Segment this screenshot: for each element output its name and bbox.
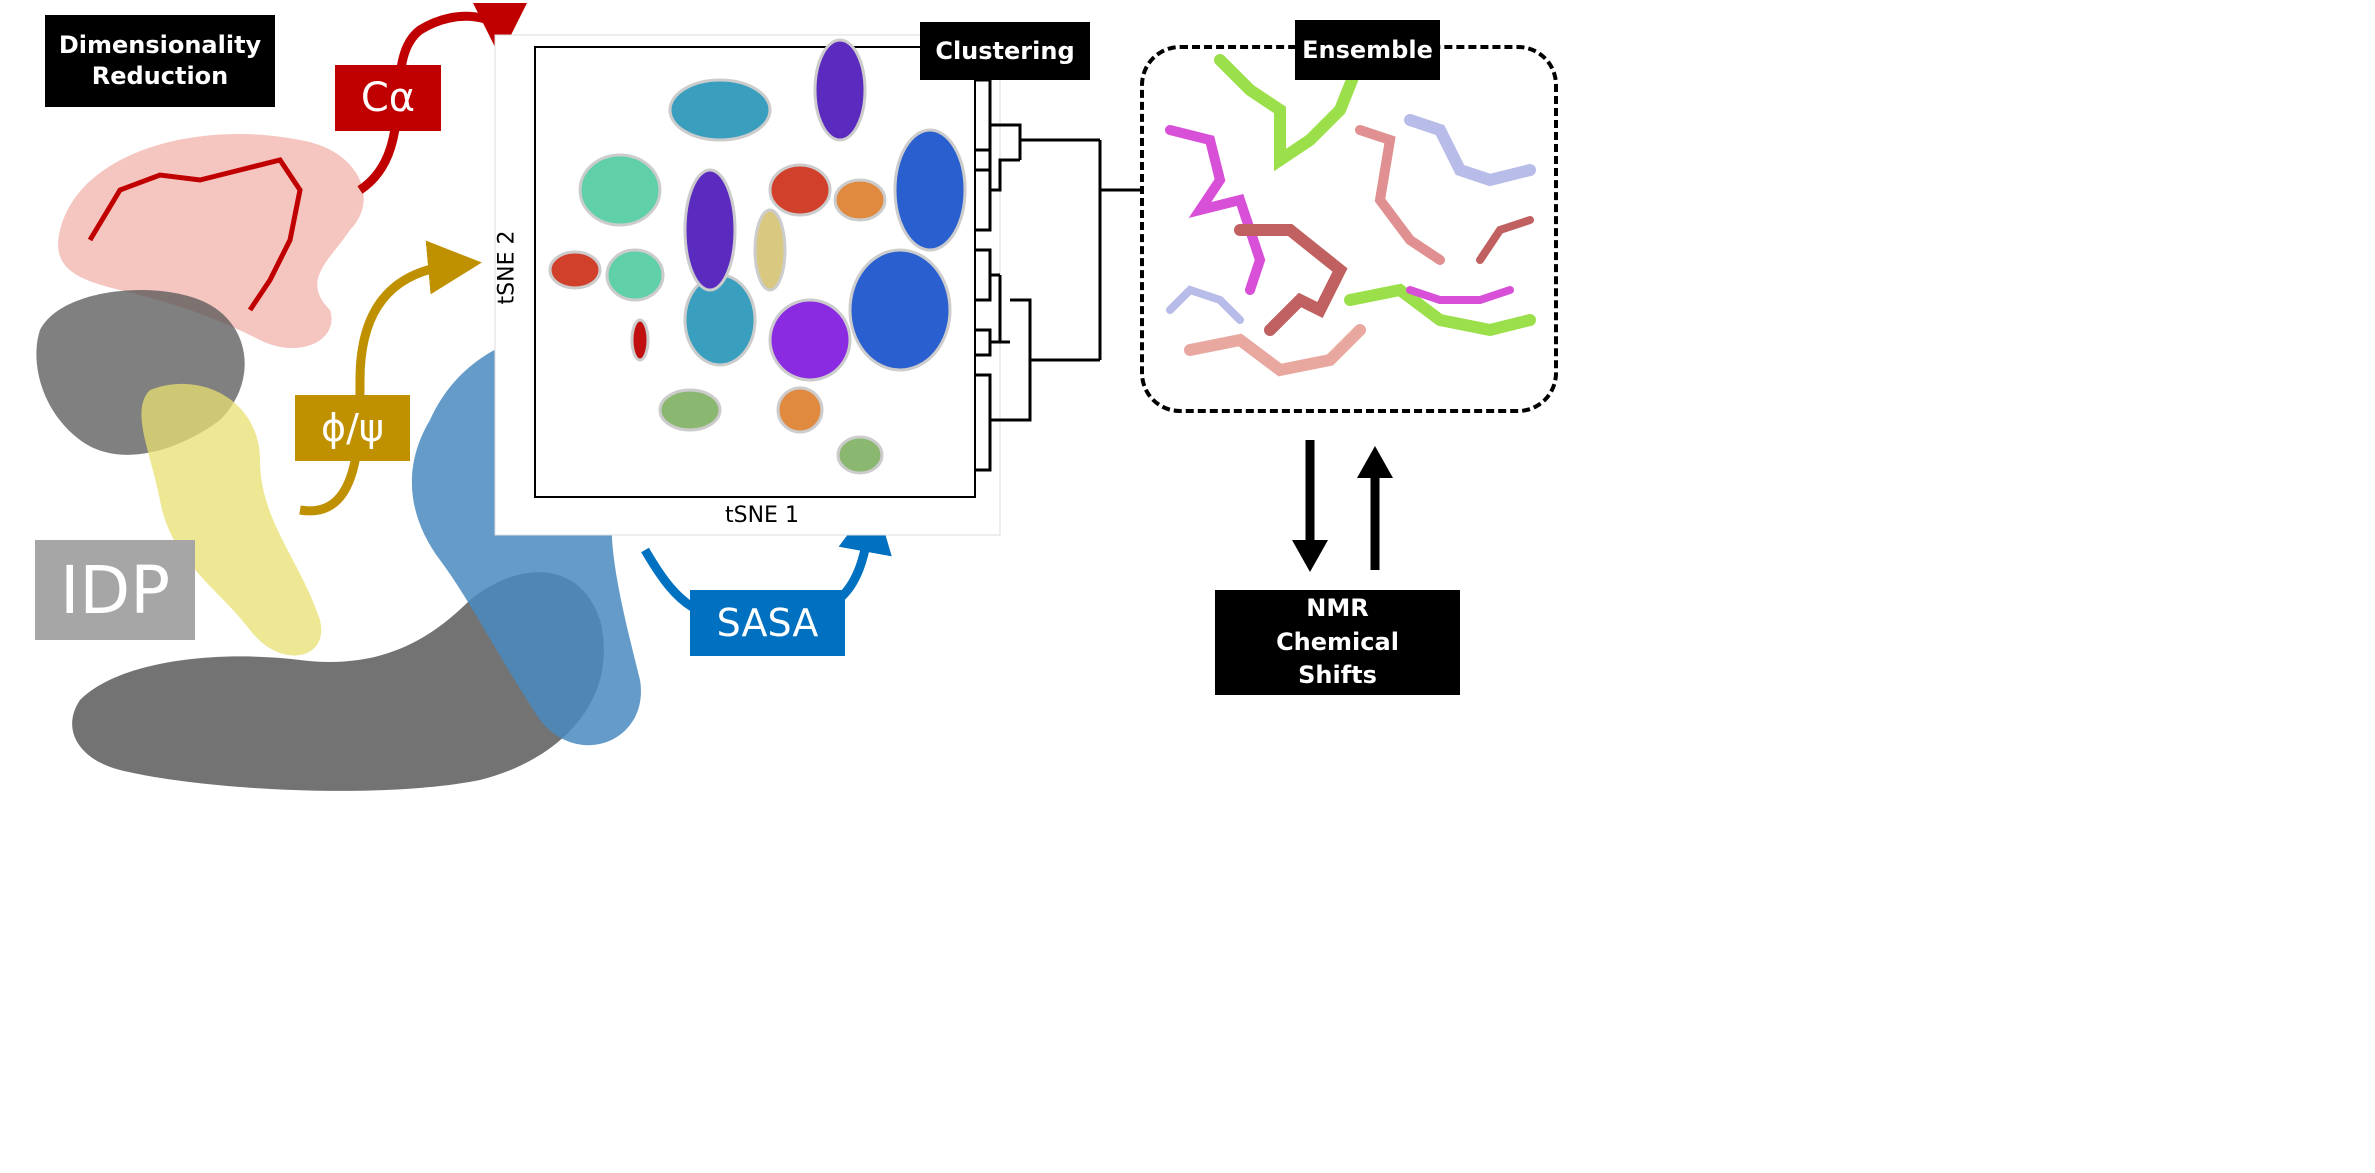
- cluster-blob: [768, 298, 852, 382]
- up-arrow-head: [1357, 446, 1393, 478]
- molecule-calpha-chain: [87, 157, 303, 312]
- calpha-arrow: [357, 2, 527, 194]
- cluster-blob: [578, 153, 662, 227]
- dendrogram: [975, 78, 1140, 472]
- x-axis-label: tSNE 1: [725, 503, 799, 528]
- ensemble-label: Ensemble: [1295, 20, 1440, 80]
- conformer-lavender-1: [1404, 114, 1536, 187]
- idp-label: IDP: [35, 540, 195, 640]
- calpha-label: Cα: [335, 65, 441, 131]
- molecule-lower-gray-surface: [72, 572, 604, 791]
- conformer-red-1: [1234, 224, 1348, 336]
- molecule-yellow-surface: [141, 383, 322, 656]
- clustering-label: Clustering: [920, 22, 1090, 80]
- sasa-label: SASA: [690, 590, 845, 656]
- phipsi-label: ϕ/ψ: [295, 395, 410, 461]
- cluster-blob: [630, 318, 650, 362]
- nmr-chemical-shifts-label: NMR Chemical Shifts: [1215, 590, 1460, 695]
- cluster-blob: [893, 128, 967, 252]
- conformer-lavender-2: [1166, 285, 1244, 324]
- conformer-green-1: [1214, 54, 1366, 172]
- conformer-pink-1: [1355, 125, 1445, 265]
- cluster-blob: [848, 248, 952, 372]
- cluster-blob: [548, 250, 602, 290]
- cluster-blob: [605, 248, 665, 302]
- conformer-magenta-1: [1165, 125, 1266, 295]
- cluster-blob: [668, 78, 772, 142]
- conformer-red-2: [1476, 216, 1534, 264]
- cluster-blob: [658, 388, 722, 432]
- conformer-green-2: [1344, 283, 1536, 337]
- cluster-blob: [768, 163, 832, 217]
- cluster-blob: [753, 208, 787, 292]
- cluster-blob: [836, 435, 884, 475]
- cluster-blob: [813, 38, 867, 142]
- down-arrow-head: [1292, 540, 1328, 572]
- conformer-magenta-2: [1406, 286, 1514, 304]
- cluster-blob: [683, 168, 737, 292]
- cluster-blob: [776, 386, 824, 434]
- molecule-red-surface: [58, 134, 364, 349]
- phipsi-arrow: [299, 240, 482, 516]
- conformer-pink-2: [1184, 324, 1366, 377]
- cluster-blob: [833, 178, 887, 222]
- dimensionality-reduction-label: Dimensionality Reduction: [45, 15, 275, 107]
